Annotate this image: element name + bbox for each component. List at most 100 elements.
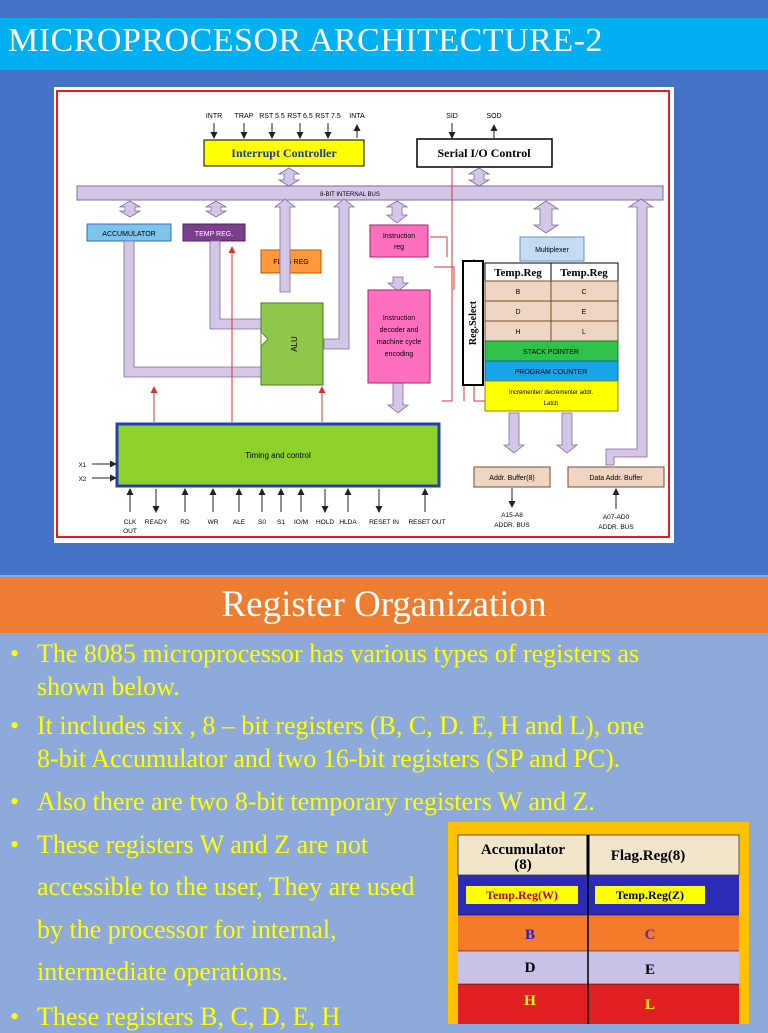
interrupt-controller-box — [203, 139, 365, 167]
sig-s1: S1 — [277, 519, 285, 526]
flag-reg-label: FLAG REG — [273, 259, 308, 266]
sig-reset-out: RESET OUT — [408, 519, 445, 526]
serial-io-label: Serial I/O Control — [437, 146, 531, 160]
temp-reg-w-label: Temp.Reg — [494, 267, 542, 279]
sig-hlda: HLDA — [339, 519, 357, 526]
sig-rd: RD — [180, 519, 190, 526]
bullet-1-line-1: The 8085 microprocessor has various type… — [37, 639, 640, 668]
bullet-marker-3: • — [10, 787, 20, 816]
reg-e: E — [582, 309, 587, 316]
register-file: Temp.Reg Temp.Reg B C D E H L STACK POIN… — [484, 262, 619, 412]
sig-reset-in: RESET IN — [369, 519, 399, 526]
reg-d: D — [515, 309, 520, 316]
sig-iom: IO/M — [294, 519, 308, 526]
pin-sod: SOD — [486, 113, 501, 120]
architecture-diagram: INTR TRAP RST 5.5 RST 6.5 RST 7.5 INTA S… — [54, 87, 674, 543]
data-bus-label-1: A07-AD0 — [603, 514, 630, 521]
flag-cell: Flag.Reg(8) — [611, 848, 686, 864]
addr-buffer-box — [473, 466, 551, 488]
stack-pointer-label: STACK POINTER — [523, 349, 579, 356]
sig-s0: S0 — [258, 519, 266, 526]
bullet-5-line-1: These registers B, C, D, E, H — [37, 1002, 341, 1031]
instruction-reg-box — [369, 224, 429, 258]
temp-w-cell: Temp.Reg(W) — [486, 888, 558, 902]
inc-dec-latch-box — [484, 380, 619, 412]
title-bar — [0, 18, 768, 70]
data-bus-label-2: ADDR. BUS — [598, 524, 634, 531]
temp-reg-z-label: Temp.Reg — [560, 267, 608, 279]
reg-c-cell: C — [645, 927, 656, 943]
pin-rst55: RST 5.5 — [259, 113, 285, 120]
sig-ale: ALE — [233, 519, 246, 526]
addr-bus-label-2: ADDR. BUS — [494, 522, 530, 529]
bullet-4-line-1: These registers W and Z are not — [37, 830, 369, 859]
sig-wr: WR — [208, 519, 219, 526]
slide-title: MICROPROCESOR ARCHITECTURE-2 — [8, 22, 603, 59]
decoder-label-2: decoder and — [380, 327, 419, 334]
pin-inta: INTA — [349, 113, 365, 120]
instruction-reg-label-1: Instruction — [383, 233, 415, 240]
bullet-1-line-2: shown below. — [37, 672, 180, 701]
inc-dec-label-1: Incrementer/ decrementer addr. — [509, 390, 593, 396]
pin-rst75: RST 7.5 — [315, 113, 341, 120]
interrupt-pins: INTR TRAP RST 5.5 RST 6.5 RST 7.5 INTA S… — [206, 113, 502, 120]
reg-h-cell: H — [524, 993, 536, 1009]
diagram-border — [56, 90, 670, 538]
decoder-label-4: encoding — [385, 351, 414, 358]
x2-label: X2 — [79, 477, 87, 483]
instruction-decoder-box — [367, 289, 431, 384]
reg-select-box — [462, 260, 484, 386]
reg-d-cell: D — [525, 960, 536, 976]
interrupt-controller-label: Interrupt Controller — [231, 146, 337, 160]
accumulator-cell-1: Accumulator — [481, 842, 565, 858]
data-buffer-label: Data Addr. Buffer — [589, 475, 643, 482]
bullet-marker-2: • — [10, 711, 20, 740]
flag-reg-box — [260, 249, 322, 274]
accumulator-cell-2: (8) — [514, 857, 532, 873]
multiplexer-label: Multiplexer — [535, 247, 570, 254]
bullet-4-line-2: accessible to the user, They are used — [37, 872, 415, 901]
reg-c: C — [581, 289, 586, 296]
sig-clk: CLK — [124, 519, 137, 526]
bullet-3-line-1: Also there are two 8-bit temporary regis… — [37, 787, 595, 816]
internal-bus-label: 8-BIT INTERNAL BUS — [320, 192, 380, 198]
bullet-marker-4: • — [10, 830, 20, 859]
section-title: Register Organization — [221, 584, 547, 625]
register-table: Accumulator (8) Flag.Reg(8) Temp.Reg(W) … — [448, 822, 749, 1024]
program-counter-label: PROGRAM COUNTER — [515, 369, 588, 376]
bus-connectors — [118, 167, 560, 234]
bullet-4-line-4: intermediate operations. — [37, 957, 289, 986]
reg-l: L — [582, 329, 586, 336]
inc-dec-label-2: Latch — [544, 401, 559, 407]
accumulator-label: ACCUMULATOR — [102, 231, 155, 238]
control-signal-labels: CLK OUT READY RD WR ALE S0 S1 IO/M HOLD … — [123, 519, 445, 535]
bullet-4-line-3: by the processor for internal, — [37, 915, 337, 944]
timing-control-box — [115, 422, 441, 488]
reg-b: B — [516, 289, 521, 296]
timing-control-label: Timing and control — [245, 451, 311, 460]
internal-bus — [76, 185, 664, 201]
reg-l-cell: L — [645, 997, 655, 1013]
decoder-label-3: machine cycle — [377, 339, 421, 346]
reg-h: H — [515, 329, 520, 336]
reg-e-cell: E — [645, 962, 655, 978]
section-title-bar — [0, 577, 768, 633]
x1-label: X1 — [79, 463, 87, 469]
pin-intr: INTR — [206, 113, 222, 120]
alu-box — [260, 302, 324, 386]
bullet-2-line-2: 8-bit Accumulator and two 16-bit registe… — [37, 744, 621, 773]
pin-trap: TRAP — [235, 113, 254, 120]
bullet-marker-5: • — [10, 1002, 20, 1031]
decoder-label-1: Instruction — [383, 315, 415, 322]
alu-label: ALU — [290, 336, 299, 352]
temp-z-cell: Temp.Reg(Z) — [616, 888, 684, 902]
bullet-marker-1: • — [10, 639, 20, 668]
pin-rst65: RST 6.5 — [287, 113, 313, 120]
pin-sid: SID — [446, 113, 458, 120]
sig-ready: READY — [145, 519, 168, 526]
addr-bus-label-1: A15-A8 — [501, 512, 523, 519]
multiplexer-box — [519, 236, 585, 262]
sig-hold: HOLD — [316, 519, 334, 526]
serial-io-box — [416, 138, 553, 168]
data-buffer-box — [567, 466, 665, 488]
